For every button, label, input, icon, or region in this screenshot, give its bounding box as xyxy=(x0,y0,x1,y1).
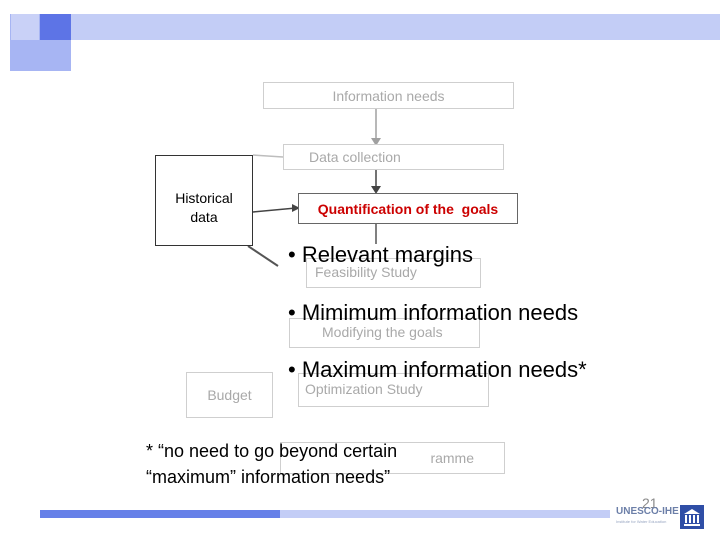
feasibility-study-label: Feasibility Study xyxy=(315,264,417,280)
historical-data-box: Historical data xyxy=(155,155,253,246)
unesco-ihe-logo: UNESCO-IHE Institute for Water Education xyxy=(616,503,704,531)
arrowhead-data-to-goals xyxy=(371,186,381,194)
programme-box: ramme xyxy=(280,442,505,474)
logo-text: UNESCO-IHE xyxy=(616,506,679,517)
header-bar xyxy=(71,14,720,40)
data-collection-label: Data collection xyxy=(309,149,401,165)
footnote-line-1: * “no need to go beyond certain xyxy=(146,441,398,461)
budget-label: Budget xyxy=(207,387,252,403)
modifying-goals-box: Modifying the goals xyxy=(289,318,480,348)
arrowhead-hist-to-goals xyxy=(292,204,300,212)
feasibility-study-box: Feasibility Study xyxy=(306,258,481,288)
line-hist-to-feasibility xyxy=(247,245,279,267)
optimization-study-label: Optimization Study xyxy=(305,381,423,397)
arrowhead-info-to-data xyxy=(371,138,381,146)
information-needs-label: Information needs xyxy=(332,87,445,104)
data-collection-box: Data collection xyxy=(283,144,504,170)
slide-number: 21 xyxy=(642,495,658,511)
quantification-goals-box: Quantification of the goals xyxy=(298,193,518,224)
bullet-maximum-information-needs: • Maximum information needs* xyxy=(288,357,587,382)
modifying-goals-label: Modifying the goals xyxy=(322,324,443,340)
information-needs-box: Information needs xyxy=(263,82,514,109)
historical-data-label: Historical data xyxy=(175,190,233,225)
footer-bar xyxy=(40,510,610,518)
programme-label: ramme xyxy=(430,450,474,466)
line-hist-to-data xyxy=(252,154,284,158)
corner-decoration-light xyxy=(11,14,39,40)
logo-tagline: Institute for Water Education xyxy=(616,519,667,524)
bullet-relevant-margins: • Relevant margins xyxy=(288,242,474,267)
footnote: * “no need to go beyond certain “maximum… xyxy=(146,438,397,490)
footnote-line-2: “maximum” information needs” xyxy=(146,467,391,487)
arrow-hist-to-goals xyxy=(252,207,297,213)
bullet-minimum-information-needs: • Mimimum information needs xyxy=(288,300,579,325)
optimization-study-box: Optimization Study xyxy=(298,373,489,407)
budget-box: Budget xyxy=(186,372,273,418)
corner-decoration-dark xyxy=(40,14,71,40)
temple-icon xyxy=(680,505,704,529)
footer-bar-accent xyxy=(40,510,280,518)
quantification-goals-label: Quantification of the goals xyxy=(317,200,499,217)
